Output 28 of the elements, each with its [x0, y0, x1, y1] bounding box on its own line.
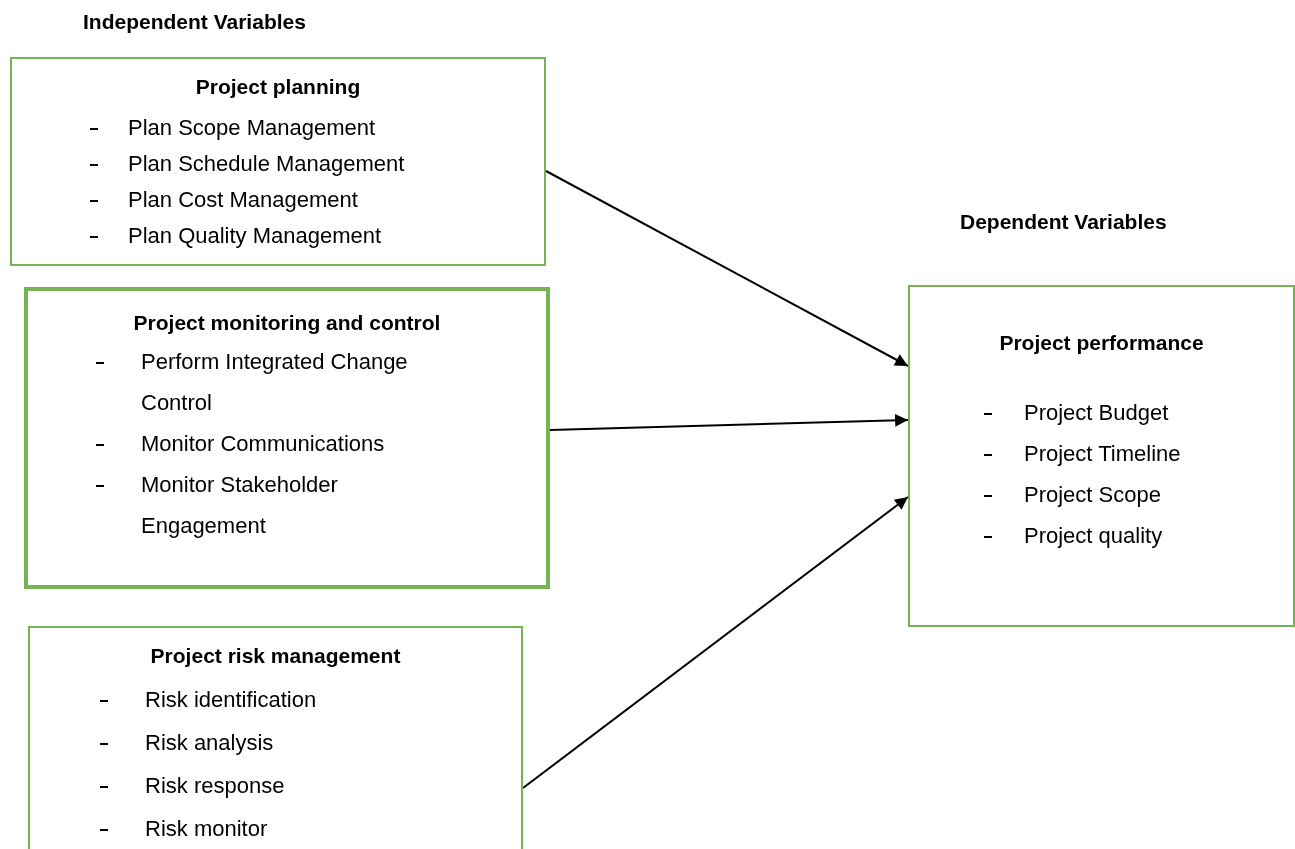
variable-box — [24, 287, 550, 589]
list-item: Plan Schedule Management — [128, 150, 406, 178]
box-heading: Project monitoring and control — [132, 311, 442, 335]
list-item: Risk monitor — [145, 815, 269, 843]
variable-box — [28, 626, 523, 849]
list-item: Monitor Stakeholder Engagement — [141, 471, 339, 540]
list-item: Project Budget — [1024, 399, 1170, 427]
list-item: Plan Scope Management — [128, 114, 377, 142]
arrow — [545, 170, 909, 367]
section-label: Dependent Variables — [960, 210, 1167, 234]
arrow — [549, 413, 909, 431]
list-item: Project quality — [1024, 522, 1164, 550]
list-item: Project Scope — [1024, 481, 1162, 509]
section-label: Independent Variables — [83, 10, 306, 34]
list-item: Perform Integrated Change Control — [141, 348, 409, 417]
list-item: Project Timeline — [1024, 440, 1182, 468]
list-item: Risk analysis — [145, 729, 275, 757]
box-heading: Project risk management — [149, 644, 402, 668]
list-item: Plan Quality Management — [128, 222, 383, 250]
box-heading: Project performance — [998, 331, 1205, 355]
variable-box — [908, 285, 1295, 627]
list-item: Risk identification — [145, 686, 318, 714]
box-heading: Project planning — [194, 75, 362, 99]
list-item: Monitor Communications — [141, 430, 386, 458]
arrow — [522, 496, 909, 789]
variable-box — [10, 57, 546, 266]
list-item: Risk response — [145, 772, 286, 800]
list-item: Plan Cost Management — [128, 186, 359, 214]
